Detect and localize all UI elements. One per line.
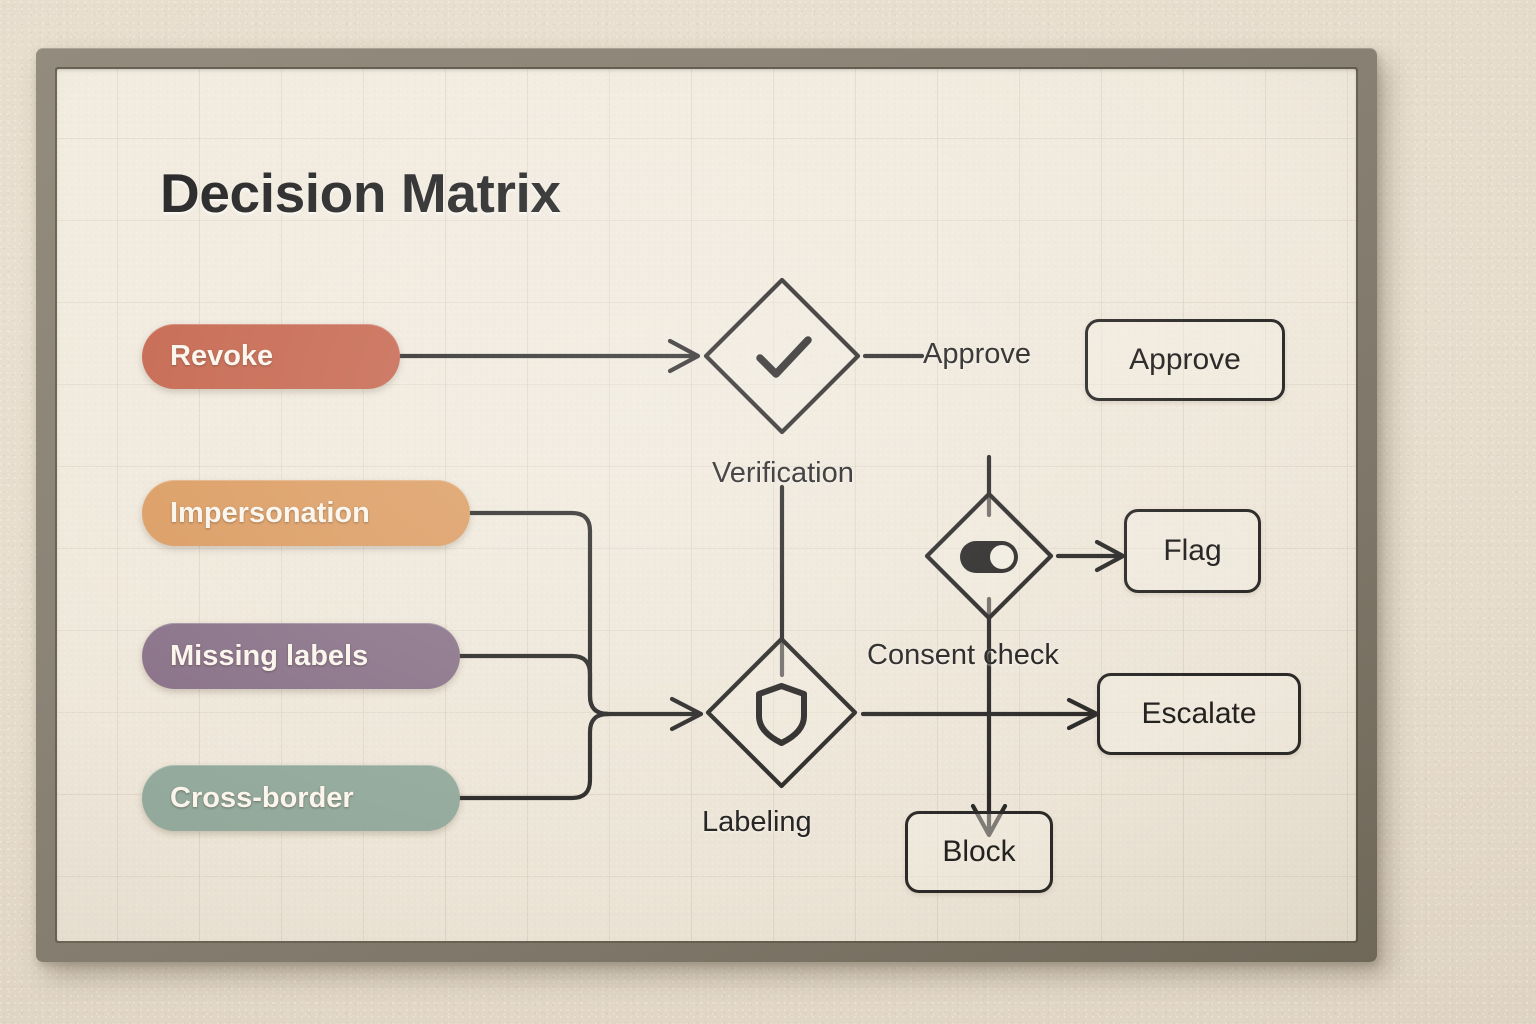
source-pill-cross-border[interactable]: Cross-border (142, 765, 460, 831)
arrowhead-verification-in (667, 338, 701, 374)
verification-diamond-shape (703, 277, 861, 435)
source-pill-missing-labels[interactable]: Missing labels (142, 623, 460, 689)
picture-frame: Decision Matrix (36, 48, 1377, 962)
edge-missing-labels-bus (457, 653, 611, 717)
arrowhead-block-in (970, 803, 1008, 838)
source-pill-impersonation[interactable]: Impersonation (142, 480, 470, 546)
outcome-box-block[interactable]: Block (905, 811, 1053, 893)
page-title: Decision Matrix (160, 162, 561, 224)
shield-icon (756, 683, 807, 746)
source-pill-label: Impersonation (170, 496, 370, 529)
edge-impersonation-bus (467, 510, 611, 717)
connector-edges (397, 338, 1126, 838)
decision-label-consent-check: Consent check (867, 639, 1059, 671)
outcome-label: Approve (1129, 343, 1241, 376)
decision-node-consent-check[interactable] (920, 487, 1058, 625)
outcome-box-flag[interactable]: Flag (1124, 509, 1261, 593)
arrowhead-flag-in (1094, 539, 1126, 573)
outcome-label: Flag (1163, 534, 1222, 567)
consent-check-diamond-shape (924, 491, 1054, 621)
source-pill-label: Revoke (170, 340, 274, 372)
decision-node-verification[interactable] (698, 272, 866, 440)
outcome-box-escalate[interactable]: Escalate (1097, 673, 1301, 755)
source-pill-label: Missing labels (170, 639, 369, 672)
decision-label-verification: Verification (712, 457, 854, 489)
outcome-label: Block (942, 835, 1016, 868)
source-pill-label: Cross-border (170, 781, 354, 814)
toggle-icon (960, 541, 1018, 573)
diagram-canvas: Decision Matrix (57, 69, 1356, 941)
source-pill-revoke[interactable]: Revoke (142, 324, 400, 389)
labeling-diamond-shape (705, 636, 858, 789)
check-icon (756, 336, 812, 378)
decision-label-labeling: Labeling (702, 806, 812, 838)
edge-label-approve: Approve (923, 338, 1032, 370)
arrowhead-labeling-in (669, 696, 704, 732)
decision-node-labeling[interactable] (700, 631, 863, 794)
edge-cross-border-bus (457, 711, 611, 801)
outcome-label: Escalate (1141, 697, 1257, 730)
outcome-box-approve[interactable]: Approve (1085, 319, 1285, 401)
